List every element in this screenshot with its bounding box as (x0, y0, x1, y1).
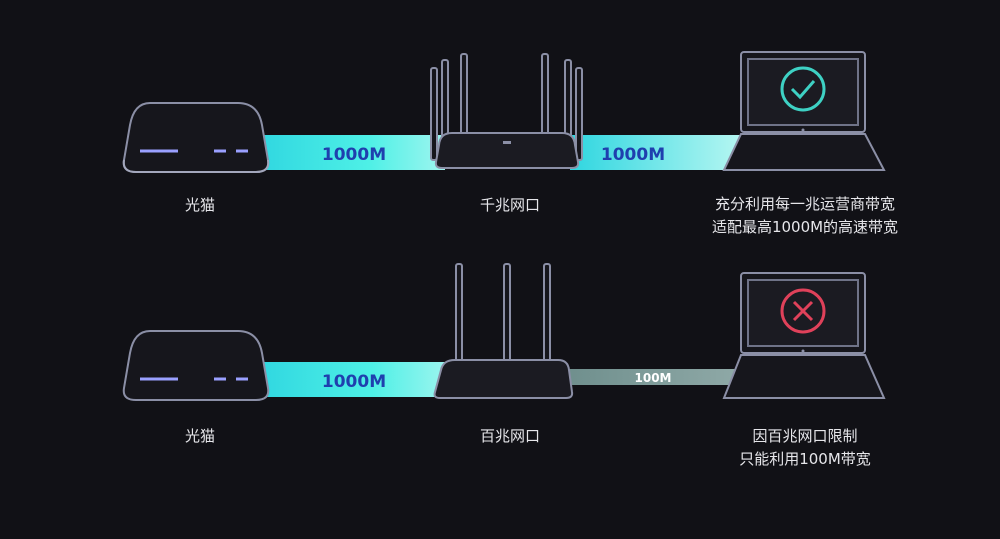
bottom-router-icon (433, 263, 574, 399)
top-link1-bar (255, 135, 445, 170)
top-router-label: 千兆网口 (479, 196, 540, 214)
bottom-link1-speed: 1000M (322, 372, 386, 392)
top-modem-label: 光猫 (184, 196, 215, 214)
check-circle-icon (780, 66, 826, 112)
bottom-caption-line1: 因百兆网口限制 (752, 427, 858, 445)
bottom-caption-line2: 只能利用100M带宽 (739, 450, 871, 468)
top-caption-line1: 充分利用每一兆运营商带宽 (714, 195, 895, 213)
top-caption-line2: 适配最高1000M的高速带宽 (711, 218, 899, 236)
top-link2-speed: 1000M (601, 145, 665, 165)
bottom-laptop-icon (722, 272, 886, 399)
top-router-icon (430, 53, 583, 169)
bottom-link2-speed: 100M (635, 371, 672, 385)
x-circle-icon (780, 288, 826, 334)
top-link2-bar (570, 135, 745, 170)
bottom-link1-bar (255, 362, 450, 397)
bottom-modem-icon (122, 330, 270, 401)
top-link1-speed: 1000M (322, 145, 386, 165)
bottom-link2-bar (566, 369, 740, 385)
top-modem-icon (122, 102, 270, 173)
bottom-router-label: 百兆网口 (479, 427, 540, 445)
bottom-modem-label: 光猫 (184, 427, 215, 445)
